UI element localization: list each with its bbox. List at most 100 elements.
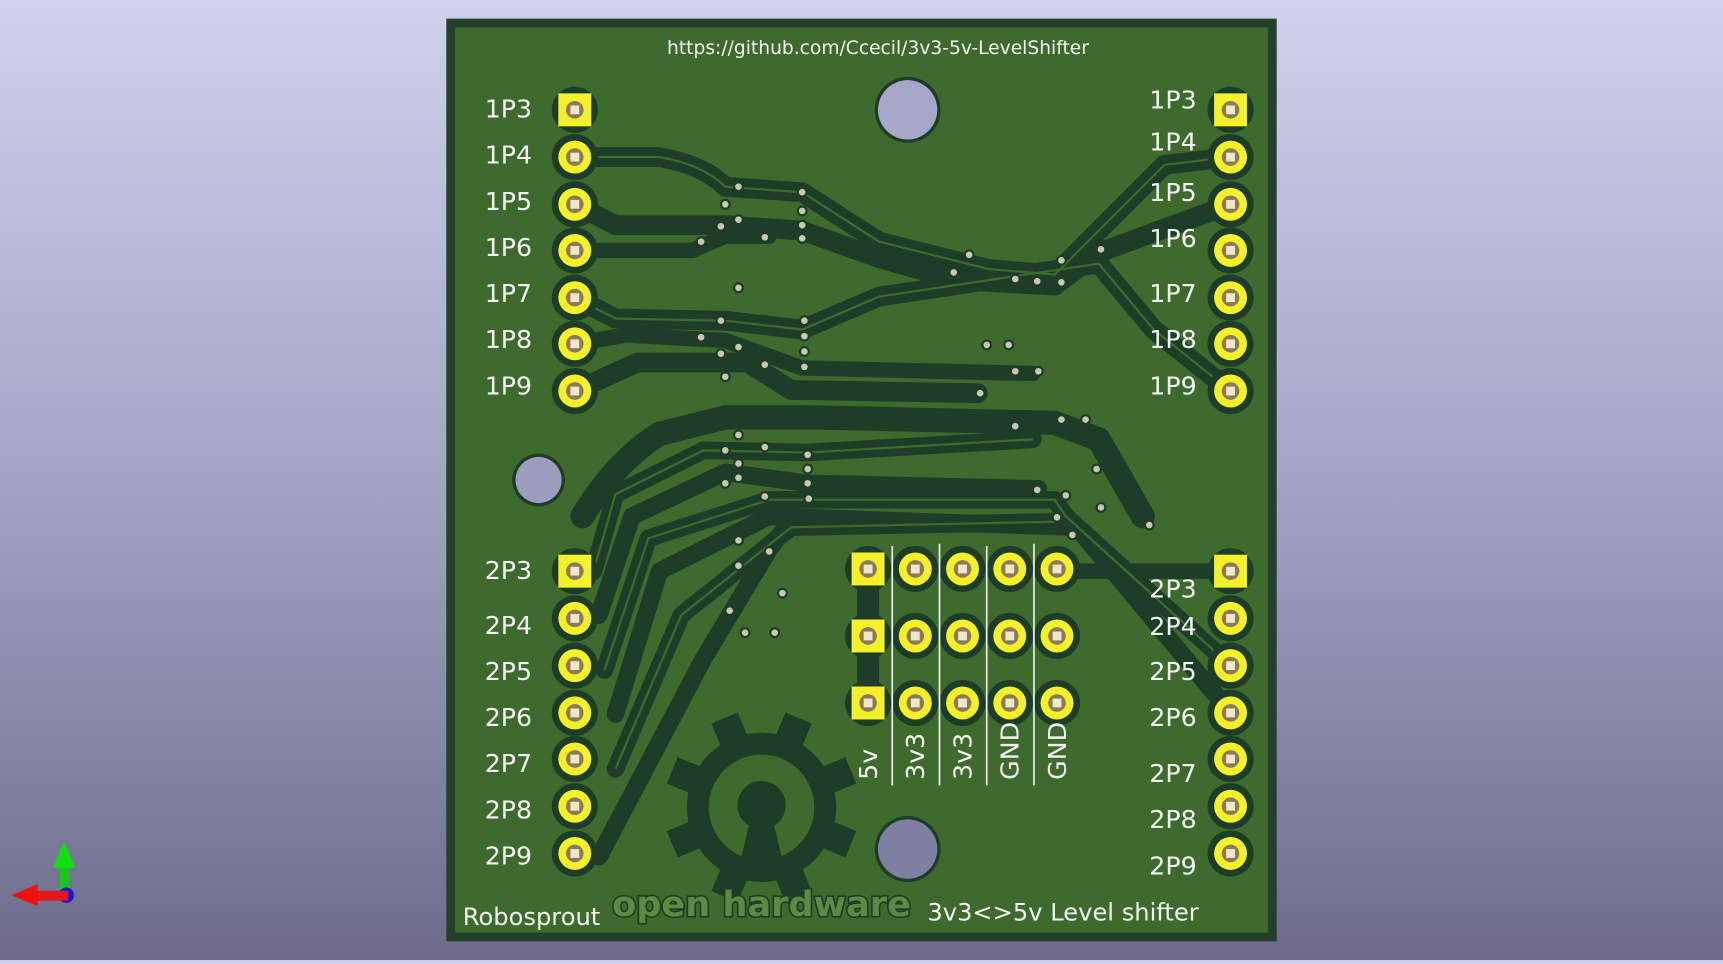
mounting-hole <box>515 456 562 504</box>
mounting-hole <box>877 80 938 140</box>
pin-label: 1P9 <box>1149 371 1196 400</box>
pcb-board: 1P31P41P51P61P71P81P91P31P41P51P61P71P81… <box>446 18 1277 942</box>
mounting-hole <box>877 819 938 879</box>
pin-label: 2P9 <box>485 841 532 870</box>
pin-label: 3v3 <box>948 733 977 780</box>
via <box>1005 341 1012 349</box>
pin-label: 1P8 <box>1149 325 1196 354</box>
open-hardware-logo: open hardware <box>610 712 913 927</box>
via <box>761 443 769 451</box>
pin-label: 1P3 <box>1149 86 1196 115</box>
via <box>965 251 973 259</box>
via <box>735 474 742 482</box>
via <box>1058 257 1065 264</box>
via <box>1082 416 1089 423</box>
via <box>801 348 808 355</box>
via <box>950 269 958 276</box>
via <box>765 548 773 555</box>
via <box>697 333 705 341</box>
pin-label: 2P9 <box>1149 851 1196 880</box>
via <box>1053 514 1061 521</box>
via <box>722 373 729 381</box>
via <box>1033 486 1041 494</box>
via <box>1035 367 1042 375</box>
via <box>801 317 808 325</box>
via <box>1145 521 1153 529</box>
pin-label: 1P5 <box>485 187 532 216</box>
pin-label: 3v3 <box>901 733 930 780</box>
title-text: 3v3<>5v Level shifter <box>927 898 1198 926</box>
pin-label: 1P4 <box>485 141 532 170</box>
pin-label: 1P7 <box>1149 279 1196 308</box>
via <box>1058 278 1065 286</box>
via <box>1011 367 1019 375</box>
via <box>1011 275 1019 283</box>
via <box>801 332 808 340</box>
via <box>735 431 742 439</box>
pin-label: 1P6 <box>1149 224 1196 253</box>
via <box>976 389 984 397</box>
via <box>1097 504 1105 511</box>
header-separators <box>891 543 1035 786</box>
via <box>735 183 742 191</box>
trace-highlights <box>574 155 1232 770</box>
via <box>717 350 725 357</box>
pin-label: 2P6 <box>485 703 532 732</box>
pin-label: 2P8 <box>485 795 532 824</box>
via <box>717 222 725 230</box>
pin-label: 1P5 <box>1149 178 1196 207</box>
via <box>735 343 742 351</box>
via <box>722 447 729 454</box>
pin-label: 5v <box>854 749 883 780</box>
axis-triad-icon[interactable] <box>11 841 76 907</box>
url-text: https://github.com/Ccecil/3v3-5v-LevelSh… <box>667 38 1089 59</box>
pin-label: 1P3 <box>485 95 532 124</box>
pin-label: 2P7 <box>1149 759 1196 788</box>
via <box>741 629 749 636</box>
pin-label: 1P7 <box>485 279 532 308</box>
via <box>697 238 705 245</box>
via <box>805 495 813 502</box>
pin-label: 2P4 <box>485 611 532 640</box>
pin-label: 2P3 <box>485 556 532 585</box>
via <box>779 589 786 597</box>
pin-label: 2P7 <box>485 749 532 778</box>
pin-label: 2P4 <box>1149 612 1196 641</box>
pin-label: 2P6 <box>1149 703 1196 732</box>
via <box>1069 531 1076 539</box>
pin-label: GND <box>996 722 1025 780</box>
via <box>735 460 742 467</box>
vias <box>695 181 1155 639</box>
via <box>735 284 742 292</box>
via <box>1093 465 1100 473</box>
pin-label: 2P5 <box>485 657 532 686</box>
pin-label: 1P4 <box>1149 127 1196 156</box>
via <box>726 607 733 615</box>
via <box>1062 492 1070 499</box>
via <box>798 221 806 229</box>
via <box>771 629 779 636</box>
pin-label: 2P3 <box>1149 575 1196 604</box>
via <box>1058 416 1065 423</box>
pads <box>551 86 1254 877</box>
via <box>722 201 729 208</box>
via <box>1097 246 1105 253</box>
via <box>735 216 742 223</box>
via <box>798 207 806 215</box>
pin-label: 1P6 <box>485 233 532 262</box>
via <box>804 451 811 459</box>
via <box>717 317 725 325</box>
via <box>735 562 742 569</box>
via <box>722 480 729 487</box>
via <box>804 480 811 487</box>
via <box>798 188 806 196</box>
via <box>798 235 806 242</box>
via <box>801 363 808 371</box>
logo-text: open hardware <box>612 884 911 925</box>
pin-label: 2P8 <box>1149 805 1196 834</box>
author-text: Robosprout <box>463 903 600 931</box>
pin-label: 1P9 <box>485 371 532 400</box>
via <box>1011 422 1019 430</box>
via <box>1033 277 1041 285</box>
